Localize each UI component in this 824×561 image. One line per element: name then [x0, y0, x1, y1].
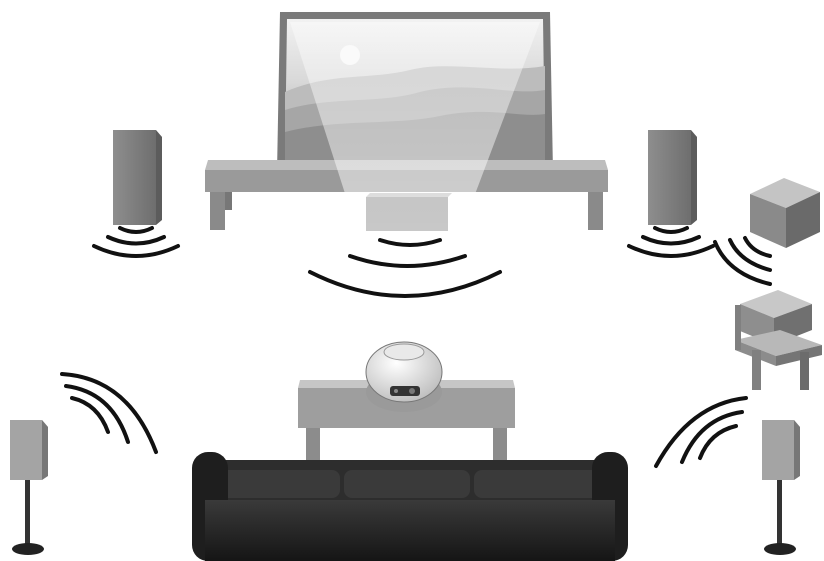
sound-waves-front-right: [629, 228, 713, 256]
subwoofer: [750, 178, 820, 248]
front-left-speaker: [113, 130, 162, 225]
sound-waves-rear-right: [656, 398, 746, 466]
sound-waves-rear-left: [62, 374, 156, 452]
projector: [366, 342, 442, 412]
sound-waves-front-left: [94, 228, 178, 256]
sound-waves-subwoofer: [715, 238, 770, 284]
front-right-speaker: [648, 130, 697, 225]
rear-right-speaker: [762, 420, 800, 555]
rear-left-speaker: [10, 420, 48, 555]
av-receiver: [735, 290, 822, 390]
sofa: [192, 452, 628, 561]
